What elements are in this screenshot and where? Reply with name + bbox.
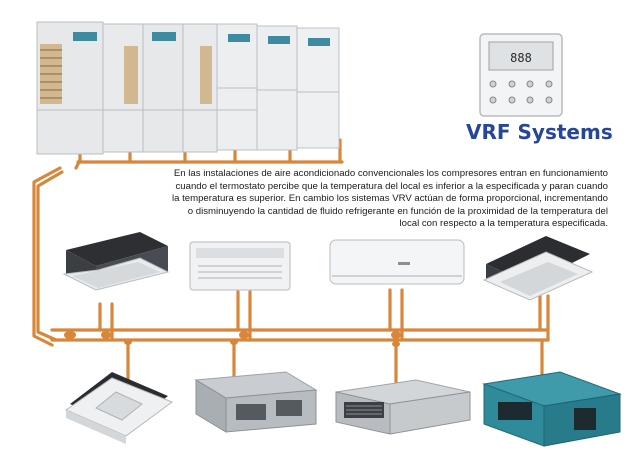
page-title: VRF Systems xyxy=(466,120,613,144)
outdoor-units-group xyxy=(36,21,340,155)
outdoor-unit-5-icon xyxy=(216,23,258,151)
description-line: o disminuyendo la cantidad de fluido ref… xyxy=(187,205,608,217)
slim-duct-unit-icon xyxy=(335,379,471,435)
description-line: la temperatura es superior. En cambio lo… xyxy=(171,193,608,205)
high-static-duct-unit-icon xyxy=(482,371,622,447)
outdoor-unit-4-icon xyxy=(182,23,218,153)
ceiling-cassette-unit-icon xyxy=(62,232,170,291)
outdoor-unit-7-icon xyxy=(296,27,340,149)
description-text: En las instalaciones de aire acondiciona… xyxy=(150,168,608,231)
description-line: local con respecto a la temperatura espe… xyxy=(399,218,608,230)
outdoor-unit-3-icon xyxy=(142,23,184,153)
controller-display-text: 888 xyxy=(510,51,532,65)
outdoor-unit-6-icon xyxy=(256,25,298,151)
wall-split-unit-icon xyxy=(329,239,465,285)
four-way-cassette-unit-icon xyxy=(64,372,174,444)
ducted-unit-icon xyxy=(194,371,318,433)
description-line: En las instalaciones de aire acondiciona… xyxy=(173,168,608,179)
branch-joints xyxy=(64,331,401,347)
outdoor-unit-1-icon xyxy=(36,21,104,155)
refrigerant-piping xyxy=(32,138,550,386)
description-line: cuando el termostato percibe que la temp… xyxy=(175,180,608,192)
floor-ceiling-unit-icon xyxy=(189,241,291,291)
one-way-cassette-unit-icon xyxy=(482,236,594,301)
remote-controller-icon: 888 xyxy=(479,33,563,117)
outdoor-unit-2-icon xyxy=(102,23,144,153)
